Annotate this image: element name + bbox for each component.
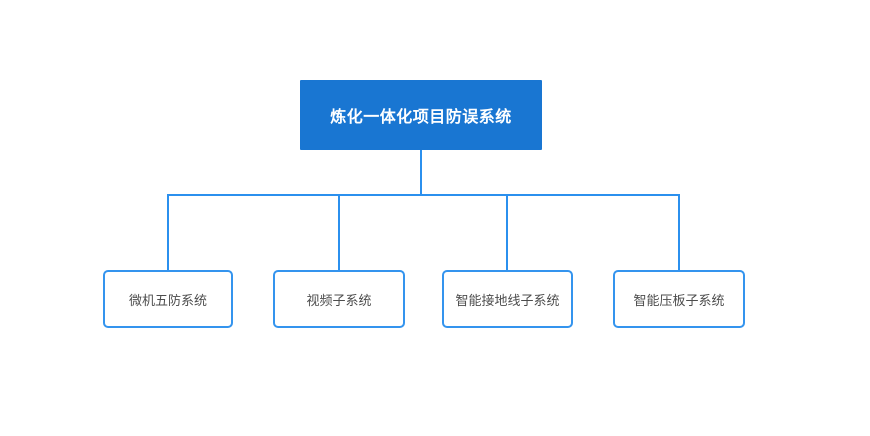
connector-drop-1 [167,194,169,271]
connector-drop-3 [506,194,508,271]
child-node-wujifangwu[interactable]: 微机五防系统 [103,270,233,328]
child-node-pressure-plate[interactable]: 智能压板子系统 [613,270,745,328]
child-node-label: 微机五防系统 [128,292,207,308]
connector-horizontal [167,194,680,196]
child-node-grounding-wire[interactable]: 智能接地线子系统 [442,270,573,328]
connector-drop-2 [338,194,340,271]
child-node-video[interactable]: 视频子系统 [273,270,405,328]
root-node[interactable]: 炼化一体化项目防误系统 [300,80,542,150]
root-node-label: 炼化一体化项目防误系统 [330,109,512,126]
child-node-label: 视频子系统 [306,292,372,308]
connector-drop-4 [678,194,680,271]
connector-riser [420,150,422,195]
child-node-label: 智能压板子系统 [633,292,725,308]
child-node-label: 智能接地线子系统 [455,292,560,308]
